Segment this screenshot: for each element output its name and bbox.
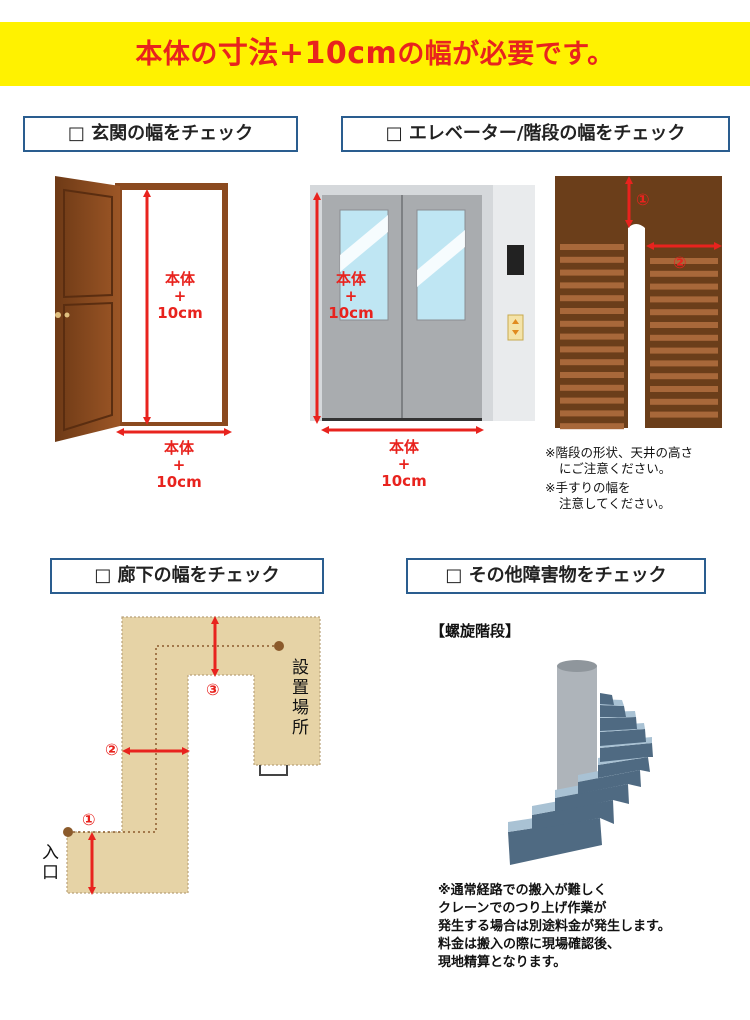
elevator-width-label-l1: 本体	[388, 438, 419, 456]
stair-step	[560, 333, 624, 340]
stairs-note: ※階段の形状、天井の高さ にご注意ください。 ※手すりの幅を 注意してください。	[545, 445, 693, 512]
stair-step	[560, 295, 624, 302]
elevator-height-label-l1: 本体	[335, 270, 366, 288]
door-height-label-l1: 本体	[164, 270, 195, 288]
stairs-note-1a: ※階段の形状、天井の高さ	[545, 445, 693, 460]
stairs-illustration	[555, 176, 722, 430]
stair-step	[650, 309, 718, 316]
stair-step	[650, 322, 718, 328]
destination-label-char-4: 所	[292, 718, 309, 738]
stair-steps	[560, 244, 718, 430]
stair-step	[650, 334, 718, 341]
stair-step	[560, 372, 624, 378]
banner-highlight: 寸法+10cm	[217, 36, 398, 71]
stair-step	[650, 373, 718, 380]
banner-pre: 本体の	[135, 39, 218, 70]
banner-text: 本体の寸法+10cmの幅が必要です。	[0, 22, 750, 86]
hallway-section-title: □ 廊下の幅をチェック	[50, 558, 324, 594]
stair-step	[560, 346, 624, 353]
entrance-section-title: □ 玄関の幅をチェック	[23, 116, 298, 152]
destination-label-char-3: 場	[292, 698, 309, 718]
door-width-label-l3: 10cm	[156, 473, 202, 491]
stair-step	[560, 359, 624, 366]
banner-post: の幅が必要です。	[397, 39, 615, 70]
elevator-width-label-l2: +	[397, 455, 411, 473]
stair-step	[560, 384, 624, 391]
stair-step	[650, 270, 718, 277]
hallway-map	[63, 616, 321, 895]
stair-step	[560, 308, 624, 314]
door-illustration	[55, 176, 232, 442]
spiral-note-line-3: 発生する場合は別途料金が発生します。	[438, 919, 671, 934]
spiral-note-line-1: ※通常経路での搬入が難しく	[438, 883, 607, 898]
hallway-marker-1: ①	[82, 810, 96, 829]
elevator-width-label-l3: 10cm	[381, 472, 427, 490]
hallway-marker-2: ②	[105, 740, 119, 759]
stair-step	[560, 320, 624, 327]
other-section-title: □ その他障害物をチェック	[406, 558, 706, 594]
stair-step	[560, 397, 624, 404]
door-width-label-l2: +	[172, 456, 186, 474]
stair-step	[650, 398, 718, 405]
spiral-staircase-illustration	[508, 660, 653, 865]
stair-step	[650, 283, 718, 290]
elevator-width-label: 本体 + 10cm	[374, 439, 434, 490]
door-knob-icon	[55, 312, 61, 318]
stair-step	[650, 411, 718, 418]
entrance-label-char-1: 入	[42, 843, 59, 863]
top-banner: 本体の寸法+10cmの幅が必要です。	[0, 22, 750, 86]
door-height-label-l2: +	[173, 287, 187, 305]
door-width-label: 本体 + 10cm	[149, 440, 209, 491]
stair-step	[560, 423, 624, 430]
stairs-note-1b: にご注意ください。	[559, 461, 672, 476]
stair-step	[650, 360, 718, 367]
stair-step	[650, 296, 718, 303]
elevator-section-title: □ エレベーター/階段の幅をチェック	[341, 116, 730, 152]
stair-step	[650, 386, 718, 392]
hallway-marker-3: ③	[206, 680, 220, 699]
stair-step	[560, 244, 624, 250]
elevator-height-label-l3: 10cm	[328, 304, 374, 322]
elevator-illustration	[310, 185, 535, 434]
stairs-note-2a: ※手すりの幅を	[545, 480, 631, 495]
spiral-note: ※通常経路での搬入が難しく クレーンでのつり上げ作業が 発生する場合は別途料金が…	[438, 882, 671, 972]
entrance-label: 入 口	[42, 843, 59, 883]
stairs-marker-1: ①	[636, 190, 650, 209]
spiral-note-line-5: 現地精算となります。	[438, 955, 567, 970]
door-width-label-l1: 本体	[163, 439, 194, 457]
destination-label-char-1: 設	[292, 658, 309, 678]
spiral-note-line-2: クレーンでのつり上げ作業が	[438, 901, 607, 916]
destination-label-char-2: 置	[292, 678, 309, 698]
entrance-label-char-2: 口	[42, 863, 59, 883]
stair-step	[560, 256, 624, 263]
destination-label: 設 置 場 所	[292, 658, 309, 738]
stairs-note-2b: 注意してください。	[559, 496, 671, 511]
stair-step	[560, 269, 624, 276]
spiral-title: 【螺旋階段】	[430, 622, 521, 640]
stair-step	[650, 347, 718, 354]
stair-step	[560, 410, 624, 417]
elevator-height-label: 本体 + 10cm	[321, 271, 381, 322]
door-height-label: 本体 + 10cm	[150, 271, 210, 322]
stair-step	[650, 258, 718, 264]
elevator-height-label-l2: +	[344, 287, 358, 305]
stairs-marker-2: ②	[673, 253, 687, 272]
door-height-label-l3: 10cm	[157, 304, 203, 322]
stair-step	[560, 282, 624, 289]
spiral-note-line-4: 料金は搬入の際に現場確認後、	[438, 937, 621, 952]
